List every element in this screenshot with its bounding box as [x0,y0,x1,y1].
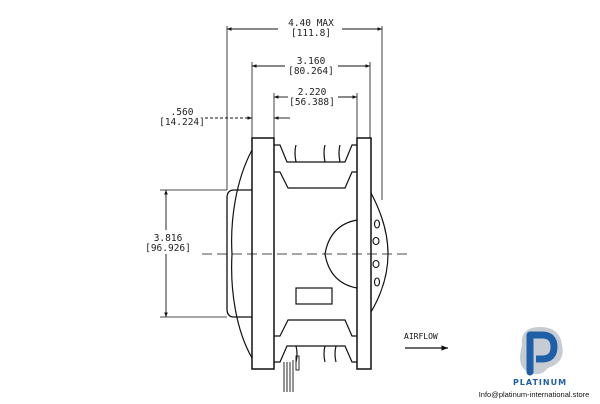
airflow-label: AIRFLOW [404,332,438,341]
hub-diameter-dimension: 3.816 [96.926] [140,234,196,254]
dimension-imperial: 2.220 [297,87,327,98]
dimension-metric: [14.224] [159,117,205,128]
label-plate [295,287,333,305]
dimension-imperial: .560 [170,107,194,118]
right-flange [356,137,372,370]
overall-length-dimension: 4.40 MAX [111.8] [266,19,356,39]
coil-windings [294,144,341,363]
inner-flange-span-dimension: 2.220 [56.388] [281,88,343,108]
brand-name: PLATINUM [512,378,568,387]
dimension-metric: [111.8] [290,28,332,39]
dimension-imperial: 3.816 [153,233,183,244]
mount-holes [372,219,381,287]
outer-flange-span-dimension: 3.160 [80.264] [276,57,346,77]
extension-lines [160,26,383,318]
dimension-imperial: 3.160 [296,56,326,67]
dimension-metric: [96.926] [145,243,191,254]
flange-thickness-dimension: .560 [14.224] [152,108,212,128]
dimension-metric: [80.264] [288,66,334,77]
left-flange [251,137,275,370]
dimension-lines [164,27,382,317]
lead-wires [283,355,300,392]
platinum-logo [520,327,563,376]
dimension-imperial: 4.40 MAX [288,18,334,29]
dimension-metric: [56.388] [289,97,335,108]
contact-email: Info@platinum-international.store [478,390,590,399]
